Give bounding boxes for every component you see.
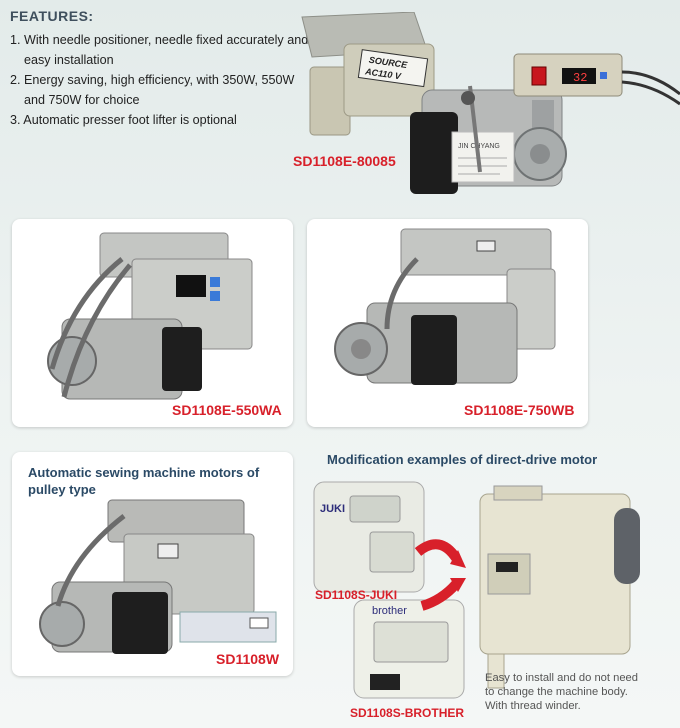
- note-line: to change the machine body.: [485, 686, 628, 698]
- modification-note: Easy to install and do not need to chang…: [485, 671, 638, 713]
- model-label-sd1108w: SD1108W: [216, 651, 280, 667]
- features-title: FEATURES:: [10, 8, 94, 24]
- juki-brand-text: JUKI: [320, 503, 345, 515]
- product-card-550wa: SD1108E-550WA: [12, 219, 293, 427]
- feature-item: 3. Automatic presser foot lifter is opti…: [10, 113, 237, 127]
- pulley-caption: Automatic sewing machine motors of pulle…: [28, 464, 259, 498]
- modification-image: JUKI brother: [310, 472, 680, 728]
- motor-550-image: [47, 232, 253, 400]
- note-line: Easy to install and do not need: [485, 672, 639, 684]
- model-label-750wb: SD1108E-750WB: [464, 402, 575, 418]
- feature-item: 2. Energy saving, high efficiency, with …: [10, 73, 295, 107]
- pulley-caption-line: Automatic sewing machine motors of: [28, 465, 260, 480]
- brother-brand-text: brother: [372, 605, 407, 617]
- model-label-brother: SD1108S-BROTHER: [350, 706, 465, 720]
- top-motor-image: JIN CHYANG SOURCE AC110 V 32: [292, 12, 680, 212]
- pulley-caption-line: pulley type: [28, 482, 96, 497]
- product-card-750wb: SD1108E-750WB: [307, 219, 588, 427]
- features-list: 1. With needle positioner, needle fixed …: [10, 30, 310, 130]
- model-label-80085: SD1108E-80085: [293, 153, 396, 169]
- motor-pulley-image: [39, 499, 277, 654]
- motor-750-image: [334, 228, 556, 385]
- model-label-juki: SD1108S-JUKI: [315, 588, 398, 602]
- model-label-550wa: SD1108E-550WA: [172, 402, 282, 418]
- product-card-pulley: Automatic sewing machine motors of pulle…: [12, 452, 293, 676]
- modification-title: Modification examples of direct-drive mo…: [327, 452, 598, 467]
- note-line: With thread winder.: [485, 700, 581, 712]
- feature-item: 1. With needle positioner, needle fixed …: [10, 33, 309, 67]
- control-display-value: 32: [573, 71, 587, 85]
